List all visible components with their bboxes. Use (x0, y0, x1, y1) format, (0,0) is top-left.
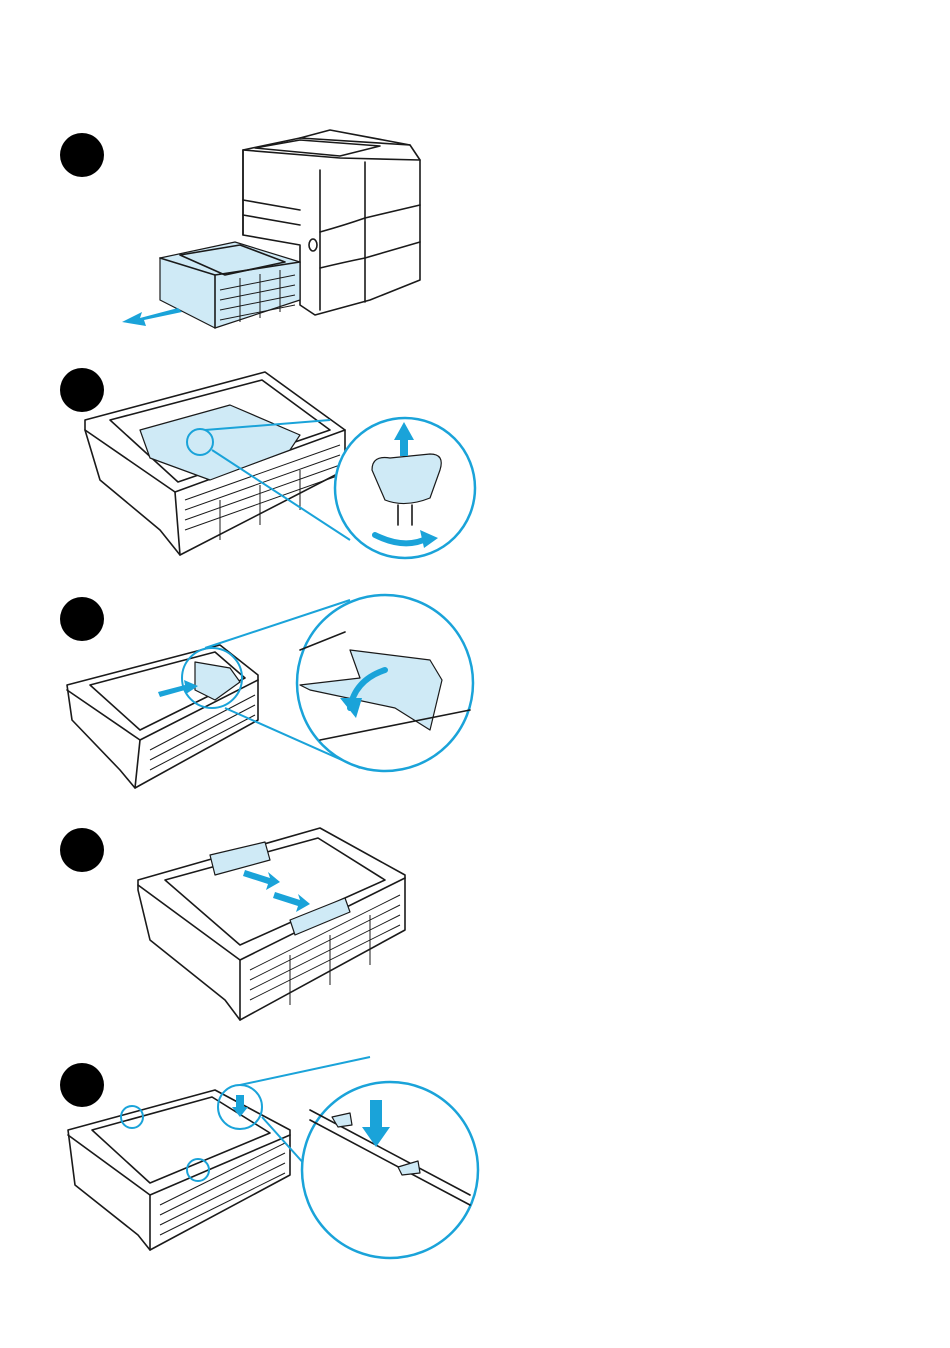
printer-tray-illustration (0, 0, 950, 350)
tray-fill-illustration (0, 1055, 950, 1265)
step-3 (0, 590, 950, 790)
tray-adjust-guides-illustration (0, 820, 950, 1025)
step-2 (0, 350, 950, 565)
step-5 (0, 1055, 950, 1265)
step-1 (0, 0, 950, 350)
step-4 (0, 820, 950, 1025)
tray-guide-illustration (0, 590, 950, 790)
tray-lock-illustration (0, 350, 950, 565)
